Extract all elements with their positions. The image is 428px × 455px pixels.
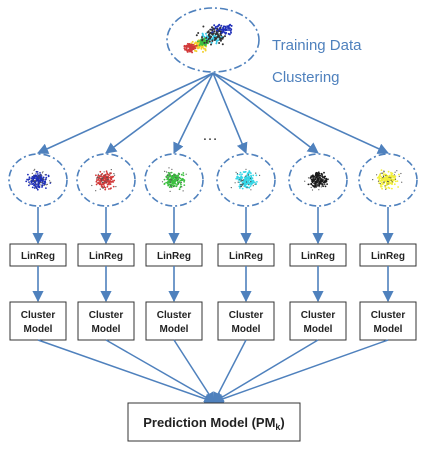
linreg-box-1: LinReg xyxy=(9,243,67,303)
linreg-label: LinReg xyxy=(21,251,55,262)
cluster-row xyxy=(8,153,418,245)
cluster-model-row: ClusterModelClusterModelClusterModelClus… xyxy=(9,301,417,341)
cluster-arrow-5 xyxy=(212,72,319,154)
linreg-label: LinReg xyxy=(157,251,191,262)
cluster-4 xyxy=(216,153,276,245)
linreg-label: LinReg xyxy=(301,251,335,262)
prediction-arrow-2 xyxy=(105,339,215,403)
cluster-3 xyxy=(144,153,204,245)
cluster-model-label-line2: Model xyxy=(374,324,403,335)
prediction-model-label: Prediction Model (PMk) xyxy=(143,415,285,432)
cluster-model-label-line1: Cluster xyxy=(229,310,264,321)
cluster-model-label-line1: Cluster xyxy=(89,310,124,321)
linreg-box-4: LinReg xyxy=(217,243,275,303)
linreg-label: LinReg xyxy=(371,251,405,262)
prediction-arrow-1 xyxy=(37,339,215,404)
linreg-label: LinReg xyxy=(89,251,123,262)
cluster-model-label-line2: Model xyxy=(304,324,333,335)
training-data-label: Training Data xyxy=(272,37,362,54)
prediction-arrow-3 xyxy=(173,339,215,403)
cluster-model-label-line1: Cluster xyxy=(21,310,56,321)
prediction-arrows xyxy=(37,339,389,404)
cluster-model-label-line2: Model xyxy=(232,324,261,335)
linreg-label: LinReg xyxy=(229,251,263,262)
linreg-box-6: LinReg xyxy=(359,243,417,303)
cluster-model-label-line1: Cluster xyxy=(371,310,406,321)
clustering-label: Clustering xyxy=(272,69,340,86)
cluster-arrow-6 xyxy=(212,72,390,154)
cluster-arrow-3 xyxy=(173,72,214,155)
prediction-arrow-6 xyxy=(213,339,389,404)
cluster-model-label-line1: Cluster xyxy=(157,310,192,321)
ellipsis-label: … xyxy=(202,127,218,144)
cluster-model-label-line2: Model xyxy=(92,324,121,335)
cluster-arrow-4 xyxy=(212,72,248,155)
cluster-6 xyxy=(358,153,418,245)
cluster-model-label-line2: Model xyxy=(160,324,189,335)
clustering-arrows xyxy=(36,72,390,155)
prediction-arrow-5 xyxy=(213,339,319,403)
linreg-box-5: LinReg xyxy=(289,243,347,303)
cluster-2 xyxy=(76,153,136,245)
cluster-arrow-1 xyxy=(36,72,214,154)
cluster-model-label-line2: Model xyxy=(24,324,53,335)
prediction-model-box: Prediction Model (PMk) xyxy=(127,402,301,442)
linreg-box-3: LinReg xyxy=(145,243,203,303)
linreg-row: LinReg LinReg LinReg LinReg LinReg LinReg xyxy=(9,243,417,303)
linreg-box-2: LinReg xyxy=(77,243,135,303)
prediction-arrow-4 xyxy=(213,339,247,403)
cluster-arrow-2 xyxy=(105,72,214,154)
training-data-scatter xyxy=(183,23,233,54)
training-data-cluster xyxy=(166,7,260,73)
cluster-model-label-line1: Cluster xyxy=(301,310,336,321)
cluster-1 xyxy=(8,153,68,245)
cluster-5 xyxy=(288,153,348,245)
